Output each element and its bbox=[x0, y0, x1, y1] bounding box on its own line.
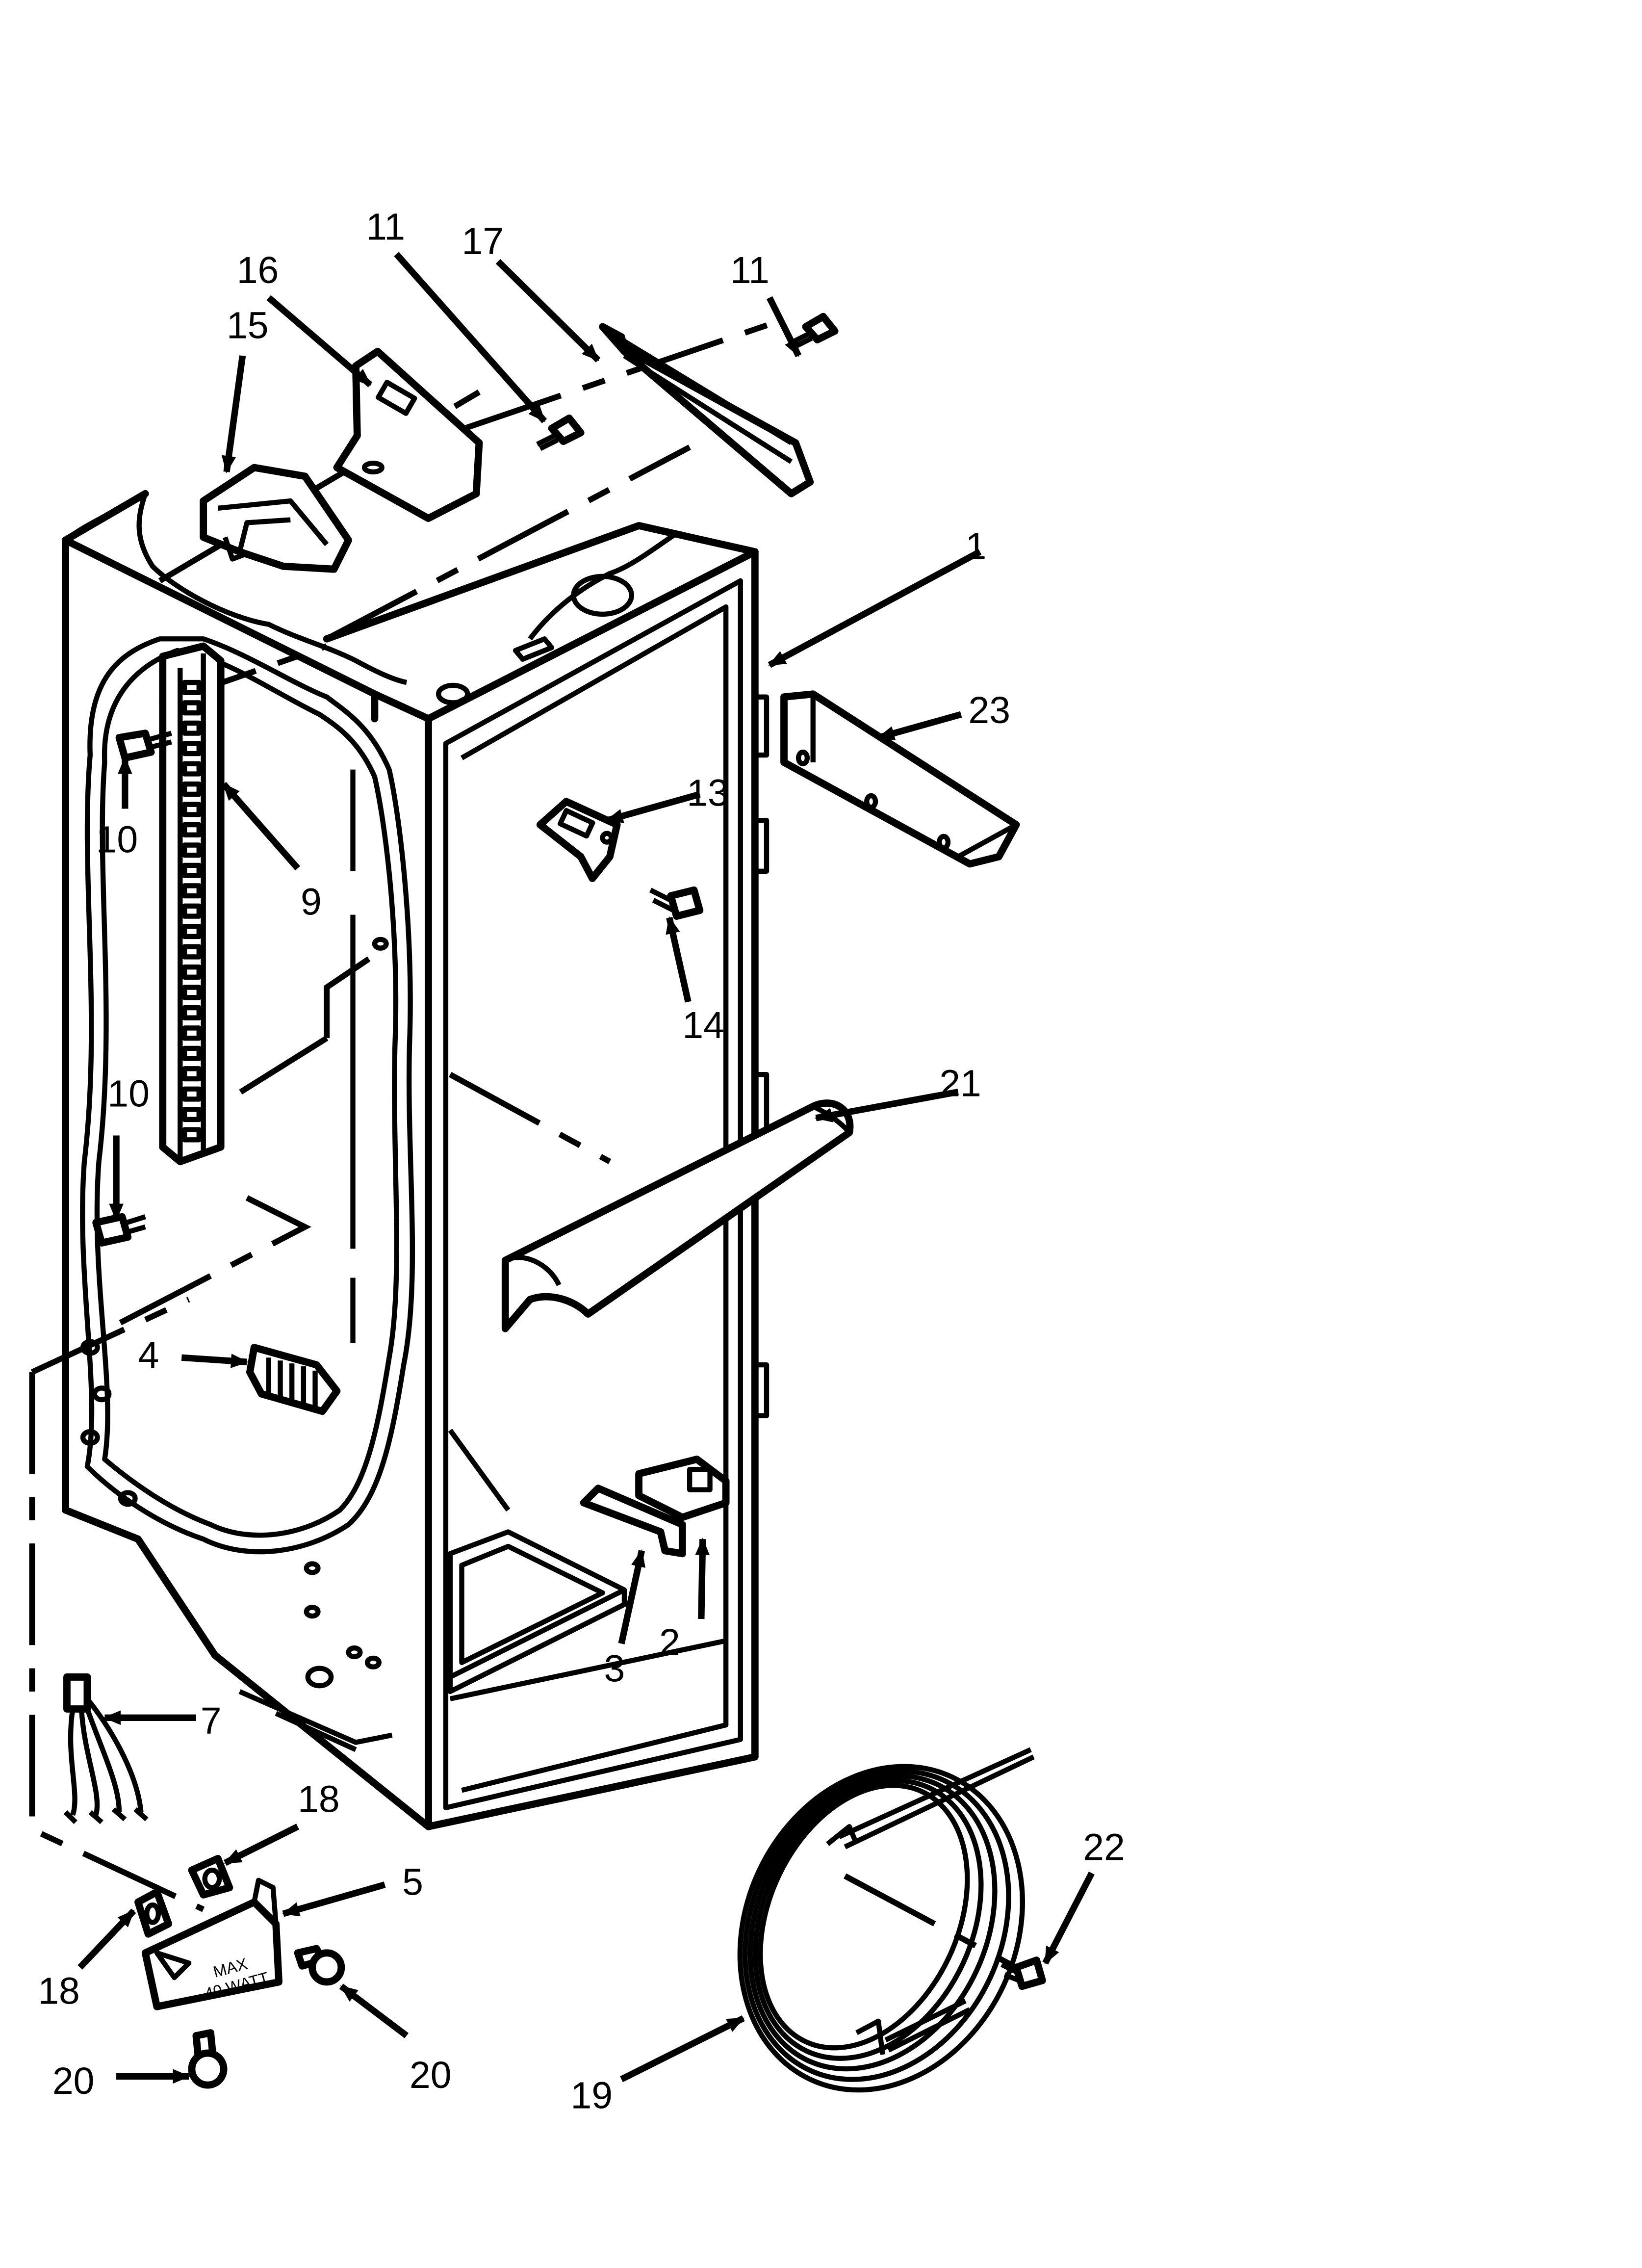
part-channel bbox=[780, 690, 1020, 868]
ladder-slot bbox=[182, 1045, 202, 1061]
screw-icon bbox=[92, 1213, 146, 1247]
ladder-slot bbox=[182, 862, 202, 878]
part-label-18-upper: 18 bbox=[298, 1778, 340, 1821]
part-label-14: 14 bbox=[682, 1004, 724, 1046]
part-label-23: 23 bbox=[968, 689, 1010, 731]
leader-arrows bbox=[77, 252, 1095, 2084]
part-label-20-right: 20 bbox=[410, 2054, 452, 2096]
screw-icon bbox=[536, 414, 585, 451]
part-label-15: 15 bbox=[227, 305, 269, 347]
part-label-9: 9 bbox=[301, 881, 322, 923]
part-bracket-2 bbox=[635, 1456, 730, 1521]
ladder-slot bbox=[182, 802, 202, 817]
part-clip bbox=[188, 1854, 233, 1899]
mounting-holes bbox=[80, 937, 389, 1689]
part-shelf-ladder bbox=[159, 642, 225, 1166]
part-lamp-socket: MAX 40 WATT bbox=[141, 1877, 282, 2010]
ladder-slot bbox=[182, 1086, 202, 1102]
ladder-slot bbox=[182, 720, 202, 736]
screw-icon bbox=[1001, 1956, 1046, 1990]
ladder-slot bbox=[182, 700, 202, 716]
ladder-slot bbox=[182, 842, 202, 858]
ladder-slot bbox=[182, 1066, 202, 1082]
ladder-slot bbox=[182, 741, 202, 756]
part-label-7: 7 bbox=[201, 1700, 222, 1742]
part-clip bbox=[134, 1888, 173, 1938]
part-label-5: 5 bbox=[402, 1861, 423, 1903]
ladder-slot bbox=[182, 1005, 202, 1020]
ladder-slot bbox=[182, 903, 202, 919]
part-label-3: 3 bbox=[604, 1647, 625, 1690]
part-label-13: 13 bbox=[687, 772, 729, 814]
screw-icon bbox=[649, 886, 704, 920]
ladder-slot bbox=[182, 761, 202, 777]
part-label-10-lower: 10 bbox=[107, 1072, 150, 1115]
part-bracket-small bbox=[536, 798, 621, 882]
part-light-shield bbox=[501, 1099, 854, 1332]
part-label-16: 16 bbox=[237, 249, 279, 291]
part-number-labels: 1 2 3 4 5 7 9 10 10 11 11 13 14 15 16 17… bbox=[38, 206, 1125, 2116]
ladder-slot bbox=[182, 985, 202, 1000]
screw-icon bbox=[790, 313, 839, 349]
part-label-22: 22 bbox=[1083, 1826, 1125, 1868]
part-bulb bbox=[188, 2029, 228, 2089]
ladder-slot bbox=[182, 1127, 202, 1143]
part-coiled-tube bbox=[737, 1747, 1035, 2093]
ladder-slot bbox=[182, 782, 202, 797]
part-bracket-3 bbox=[580, 1485, 686, 1558]
ladder-slot bbox=[182, 679, 202, 695]
part-bulb bbox=[294, 1945, 345, 1986]
part-label-19: 19 bbox=[570, 2074, 613, 2116]
part-label-20-left: 20 bbox=[52, 2060, 95, 2102]
part-label-11-left: 11 bbox=[366, 206, 405, 248]
part-label-17: 17 bbox=[462, 220, 504, 262]
part-label-18-lower: 18 bbox=[38, 1970, 80, 2012]
part-label-11-right: 11 bbox=[730, 249, 770, 291]
screw-icon bbox=[115, 730, 172, 762]
ladder-slot bbox=[182, 822, 202, 837]
refrigerator-liner bbox=[62, 490, 770, 1830]
part-label-2: 2 bbox=[659, 1621, 680, 1664]
ladder-slot bbox=[182, 883, 202, 899]
ladder-slot bbox=[182, 964, 202, 980]
part-label-21: 21 bbox=[939, 1063, 981, 1105]
part-wire-harness bbox=[63, 1673, 149, 1825]
part-top-rail bbox=[599, 323, 814, 497]
part-label-10-upper: 10 bbox=[96, 818, 138, 860]
ladder-slot bbox=[182, 924, 202, 939]
part-vent-grille bbox=[246, 1344, 341, 1415]
ladder-slot bbox=[182, 1107, 202, 1122]
part-control-bracket bbox=[333, 347, 483, 522]
ladder-slot bbox=[182, 1025, 202, 1041]
part-control-housing bbox=[200, 464, 353, 573]
ladder-slot bbox=[182, 944, 202, 960]
part-label-4: 4 bbox=[138, 1334, 159, 1376]
part-label-1: 1 bbox=[965, 525, 986, 567]
